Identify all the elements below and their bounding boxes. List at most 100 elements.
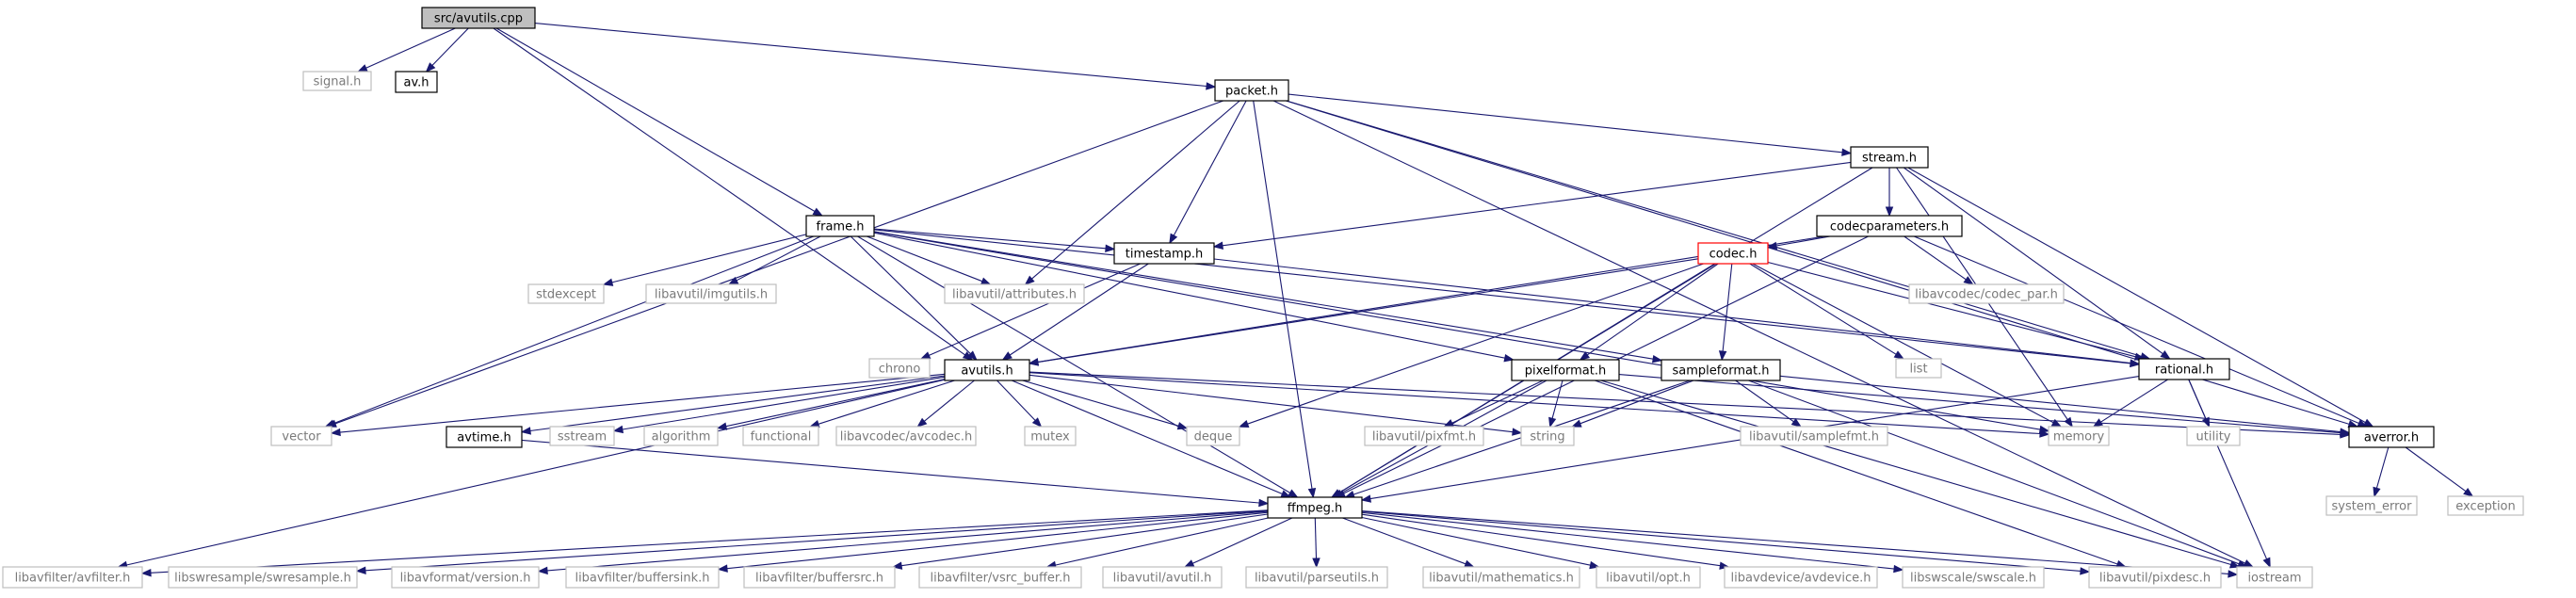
node-swscale: libswscale/swscale.h bbox=[1902, 566, 2045, 589]
node-box bbox=[549, 426, 615, 446]
node-label: libavcodec/codec_par.h bbox=[1915, 288, 2058, 302]
node-box bbox=[2048, 426, 2110, 446]
node-label: libavfilter/avfilter.h bbox=[15, 572, 131, 586]
node-label: avutils.h bbox=[961, 364, 1013, 379]
node-label: algorithm bbox=[652, 430, 711, 444]
node-label: codec.h bbox=[1709, 248, 1758, 262]
edge-codec_h-to-pixelformat_h bbox=[1579, 263, 1719, 361]
node-label: iostream bbox=[2247, 572, 2301, 586]
edge-frame_h-to-memory bbox=[873, 231, 2050, 434]
edge-avutils_h-to-sstream bbox=[612, 376, 946, 434]
edge-averror_h-to-system_error bbox=[2373, 446, 2390, 498]
edge-pixelformat_h-to-string bbox=[1548, 380, 1563, 428]
edge-codecparameters_h-to-codec_par bbox=[1904, 235, 1974, 285]
node-sampleformat-h[interactable]: sampleformat.h bbox=[1661, 359, 1781, 381]
node-label: chrono bbox=[879, 363, 921, 377]
node-label: sampleformat.h bbox=[1672, 364, 1769, 379]
node-box bbox=[2186, 426, 2241, 446]
edge-packet_h-to-vector bbox=[326, 100, 1223, 428]
node-packet-h[interactable]: packet.h bbox=[1214, 79, 1289, 102]
node-avtime-h[interactable]: avtime.h bbox=[446, 426, 523, 448]
node-exception: exception bbox=[2447, 495, 2524, 516]
node-avutils-h[interactable]: avutils.h bbox=[944, 359, 1030, 381]
node-label: deque bbox=[1194, 430, 1233, 444]
node-label: libavutil/attributes.h bbox=[952, 288, 1077, 302]
node-box bbox=[1816, 215, 1963, 237]
edge-avutils_cpp-to-frame_h bbox=[495, 27, 824, 217]
node-box bbox=[527, 283, 605, 304]
node-box bbox=[2, 566, 143, 589]
edge-averror_h-to-exception bbox=[2405, 446, 2474, 497]
node-box bbox=[270, 426, 332, 446]
node-string: string bbox=[1520, 426, 1575, 446]
node-box bbox=[1902, 566, 2045, 589]
node-label: list bbox=[1909, 363, 1927, 377]
node-label: sstream bbox=[558, 430, 607, 444]
node-codec-h[interactable]: codec.h bbox=[1697, 242, 1769, 265]
node-stream-h[interactable]: stream.h bbox=[1850, 146, 1929, 169]
node-pixfmt: libavutil/pixfmt.h bbox=[1364, 426, 1484, 446]
node-mathematics: libavutil/mathematics.h bbox=[1422, 566, 1580, 589]
edge-packet_h-to-timestamp_h bbox=[1169, 100, 1247, 245]
node-buffersink: libavfilter/buffersink.h bbox=[565, 566, 720, 589]
node-box bbox=[2447, 495, 2524, 516]
edge-ffmpeg_h-to-mathematics bbox=[1342, 517, 1475, 568]
edge-codec_h-to-sampleformat_h bbox=[1718, 263, 1733, 362]
node-box bbox=[868, 358, 931, 379]
node-label: libavdevice/avdevice.h bbox=[1731, 572, 1871, 586]
edge-ffmpeg_h-to-avutil bbox=[1183, 517, 1293, 568]
node-label: libswscale/swscale.h bbox=[1910, 572, 2036, 586]
node-box bbox=[565, 566, 720, 589]
node-label: frame.h bbox=[817, 220, 865, 234]
edge-avutils_cpp-to-avutils_h bbox=[493, 27, 974, 361]
edge-frame_h-to-pixelformat_h bbox=[873, 232, 1515, 363]
edge-codec_h-to-deque bbox=[1238, 263, 1704, 428]
edge-ffmpeg_h-to-buffersink bbox=[717, 511, 1269, 573]
edge-avutils_h-to-avcodec bbox=[916, 380, 975, 428]
node-label: packet.h bbox=[1225, 85, 1278, 99]
node-version: libavformat/version.h bbox=[391, 566, 540, 589]
node-timestamp-h[interactable]: timestamp.h bbox=[1113, 242, 1215, 265]
edge-avutils_h-to-algorithm bbox=[716, 379, 946, 430]
node-label: mutex bbox=[1030, 430, 1070, 444]
node-label: pixelformat.h bbox=[1525, 364, 1607, 379]
node-box bbox=[302, 71, 372, 91]
node-ffmpeg-h[interactable]: ffmpeg.h bbox=[1267, 496, 1363, 519]
edge-sampleformat_h-to-averror_h bbox=[1779, 375, 2351, 436]
node-box bbox=[805, 215, 875, 237]
node-label: functional bbox=[751, 430, 812, 444]
node-box bbox=[1908, 283, 2065, 304]
node-box bbox=[742, 426, 819, 446]
node-label: system_error bbox=[2332, 500, 2413, 514]
node-frame-h[interactable]: frame.h bbox=[805, 215, 875, 237]
edge-avtime_h-to-ffmpeg_h bbox=[521, 439, 1270, 508]
edge-avutils_h-to-vector bbox=[330, 373, 946, 437]
node-averror-h[interactable]: averror.h bbox=[2348, 426, 2435, 448]
node-box bbox=[2348, 426, 2435, 448]
node-swresample: libswresample/swresample.h bbox=[168, 566, 358, 589]
node-memory: memory bbox=[2048, 426, 2110, 446]
edge-avutils_cpp-to-av_h bbox=[425, 27, 469, 73]
edge-codec_h-to-list bbox=[1749, 263, 1905, 360]
node-box bbox=[2325, 495, 2418, 516]
node-label: ffmpeg.h bbox=[1288, 502, 1343, 516]
node-avutils-cpp[interactable]: src/avutils.cpp bbox=[421, 7, 536, 29]
node-label: stream.h bbox=[1862, 152, 1917, 166]
node-box bbox=[1267, 496, 1363, 519]
node-avutil: libavutil/avutil.h bbox=[1102, 566, 1223, 589]
edge-ffmpeg_h-to-swresample bbox=[355, 509, 1269, 574]
edge-ffmpeg_h-to-avdevice bbox=[1361, 513, 1730, 570]
node-avcodec: libavcodec/avcodec.h bbox=[835, 426, 977, 446]
edge-packet_h-to-iostream bbox=[1272, 100, 2255, 568]
edge-rational_h-to-iostream bbox=[2188, 379, 2271, 569]
node-rational-h[interactable]: rational.h bbox=[2138, 358, 2230, 380]
edge-sampleformat_h-to-string bbox=[1571, 380, 1694, 428]
node-box bbox=[1422, 566, 1580, 589]
node-label: exception bbox=[2455, 500, 2516, 514]
node-box bbox=[743, 566, 896, 589]
node-codecparameters-h[interactable]: codecparameters.h bbox=[1816, 215, 1963, 237]
node-pixdesc: libavutil/pixdesc.h bbox=[2088, 566, 2222, 589]
node-av-h[interactable]: av.h bbox=[395, 71, 438, 93]
edge-packet_h-to-attributes bbox=[1024, 100, 1240, 285]
node-pixelformat-h[interactable]: pixelformat.h bbox=[1511, 359, 1620, 381]
